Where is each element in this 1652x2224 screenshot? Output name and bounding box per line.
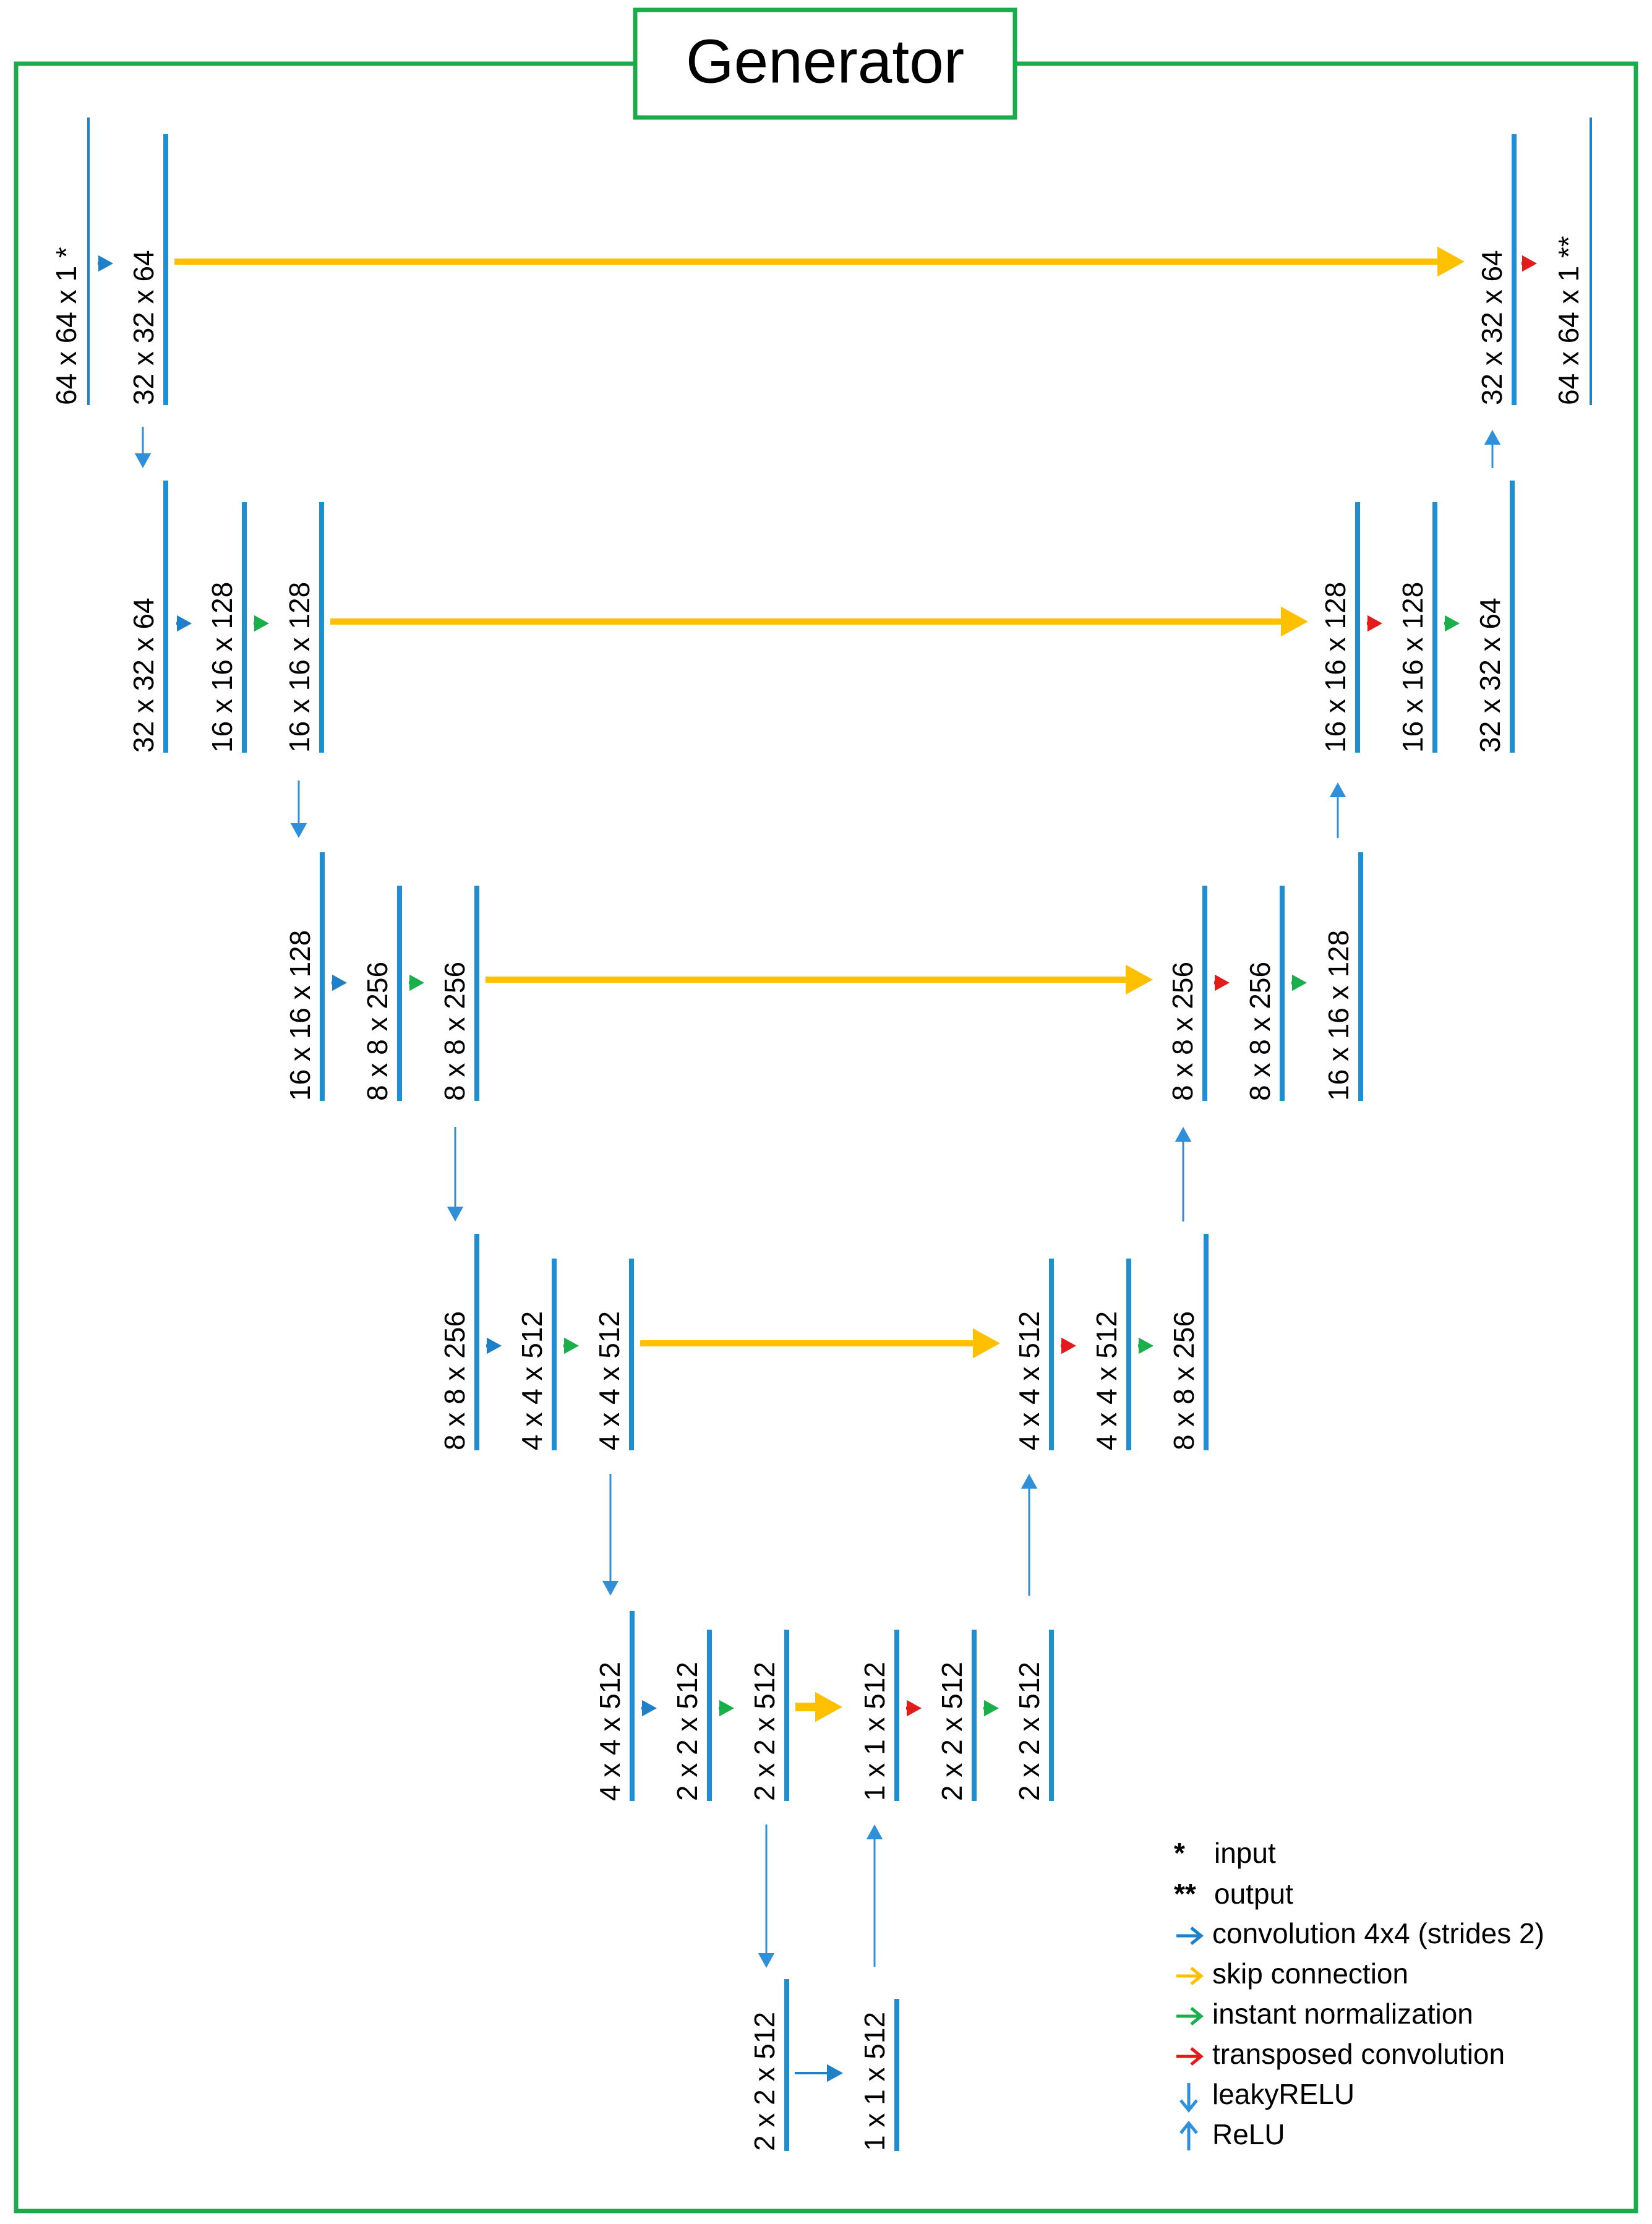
diagram-title: Generator [686,27,964,96]
arrow-relu-3-head [1175,1127,1192,1142]
feature-label-enc3-norm: 8 x 8 x 256 [439,962,471,1101]
feature-label-dec3-norm: 16 x 16 x 128 [1322,930,1355,1101]
feature-label-dec4-tconv: 4 x 4 x 512 [1090,1311,1123,1450]
arrow-conv-enc4-head [487,1337,502,1354]
frame-layer: Generator [14,7,1638,2213]
legend-item-label: transposed convolution [1212,2038,1505,2070]
arrow-conv-enc5-head [642,1700,657,1717]
feature-label-dec2-tconv: 16 x 16 x 128 [1397,582,1429,753]
skip-connection-row2-head [1281,606,1308,637]
legend-item-label: convolution 4x4 (strides 2) [1212,1917,1544,1949]
feature-label-enc4-norm: 4 x 4 x 512 [593,1311,625,1450]
frame-border [14,61,1638,2213]
legend-output-label: output [1214,1878,1293,1910]
feature-label-dec3-skip: 8 x 8 x 256 [1166,962,1199,1101]
arrow-norm-dec3-head [1292,974,1307,991]
arrow-norm-enc5-head [719,1700,734,1717]
arrow-leakyrelu-3-head [447,1207,464,1221]
arrow-norm-enc2-head [254,615,269,632]
arrow-norm-dec4-head [1139,1337,1153,1354]
arrow-conv-enc2-head [177,615,192,632]
arrow-right-icon [1176,1927,1204,1945]
feature-label-enc1-conv: 32 x 32 x 64 [127,250,160,405]
arrow-right-icon [1176,2007,1204,2025]
arrow-right-icon [1176,1967,1204,1985]
arrow-norm-dec5-head [984,1700,999,1717]
skip-connection-row3-head [1126,964,1153,995]
arrow-norm-dec2-head [1445,615,1460,632]
legend-item-label: instant normalization [1212,1998,1473,2030]
arrow-relu-4-head [1329,782,1346,797]
feature-label-enc2-conv: 16 x 16 x 128 [206,582,238,753]
feature-label-enc1-input: 64 x 64 x 1 * [50,247,82,405]
title-box [633,7,1017,120]
arrow-down-icon [1179,2083,1198,2113]
arrow-tconv-dec2-head [1367,615,1382,632]
arrow-leakyrelu-5-head [758,1953,775,1968]
feature-label-dec3-tconv: 8 x 8 x 256 [1244,962,1276,1101]
arrow-tconv-dec1-head [1522,255,1537,272]
skip-connection-row5-head [815,1692,842,1722]
feature-label-dec5-skip: 1 x 1 x 512 [858,1662,891,1801]
arrow-leakyrelu-4-head [602,1581,619,1596]
arrow-right-icon [1176,2047,1204,2066]
arrow-conv-enc1-head [98,255,113,272]
feature-label-enc5-conv: 2 x 2 x 512 [671,1662,703,1801]
arrow-conv-enc3-head [332,974,347,991]
feature-label-enc2-norm: 16 x 16 x 128 [283,582,315,753]
arrow-up-icon [1179,2121,1198,2150]
legend-output-marker: ** [1174,1878,1196,1910]
arrow-leakyrelu-1-head [134,453,152,468]
legend-input-marker: * [1174,1837,1185,1869]
arrow-tconv-dec3-head [1215,974,1230,991]
feature-label-dec5-tconv: 2 x 2 x 512 [936,1662,968,1801]
arrow-norm-enc4-head [564,1337,579,1354]
legend-item-label: skip connection [1212,1957,1408,1990]
feature-label-enc-bottom: 2 x 2 x 512 [748,2012,781,2151]
feature-label-dec5-norm: 2 x 2 x 512 [1013,1662,1045,1801]
arrow-tconv-dec5-head [907,1700,922,1717]
labels-layer: 64 x 64 x 1 * 32 x 32 x 64 32 x 32 x 64 64 … [50,236,1585,2151]
legend-layer: * input ** output convolution 4x4 (strides 2… [1174,1837,1544,2150]
arrow-relu-1-head [866,1824,883,1839]
arrows-layer [98,246,1537,2082]
skip-connection-row4-head [973,1328,1000,1359]
feature-label-enc4-in: 8 x 8 x 256 [439,1311,471,1450]
feature-label-dec4-norm: 8 x 8 x 256 [1168,1311,1200,1450]
feature-label-dec2-norm: 32 x 32 x 64 [1474,597,1506,753]
feature-label-enc3-conv: 8 x 8 x 256 [361,962,393,1101]
feature-label-enc4-conv: 4 x 4 x 512 [516,1311,548,1450]
skip-connection-row1-head [1437,246,1465,277]
feature-label-dec-bottom: 1 x 1 x 512 [858,2012,891,2151]
feature-label-enc5-in: 4 x 4 x 512 [594,1662,626,1801]
arrow-relu-5-head [1484,430,1501,445]
arrow-conv-bottom-head [827,2064,843,2082]
feature-label-dec4-skip: 4 x 4 x 512 [1013,1311,1045,1450]
arrow-norm-enc3-head [409,974,424,991]
bars-layer [87,118,1592,2151]
arrow-tconv-dec4-head [1061,1337,1076,1354]
feature-label-dec2-skip: 16 x 16 x 128 [1319,582,1351,753]
arrow-leakyrelu-2-head [290,823,307,838]
arrow-relu-2-head [1021,1474,1038,1489]
legend-item-label: ReLU [1212,2118,1285,2150]
legend-item-label: leakyRELU [1212,2078,1355,2110]
feature-label-dec1-output: 64 x 64 x 1 ** [1552,236,1585,405]
feature-label-enc3-in: 16 x 16 x 128 [284,930,316,1101]
feature-label-enc5-norm: 2 x 2 x 512 [748,1662,781,1801]
feature-label-dec1-out: 32 x 32 x 64 [1476,250,1508,405]
feature-label-enc2-in: 32 x 32 x 64 [127,597,160,753]
legend-input-label: input [1214,1837,1276,1869]
